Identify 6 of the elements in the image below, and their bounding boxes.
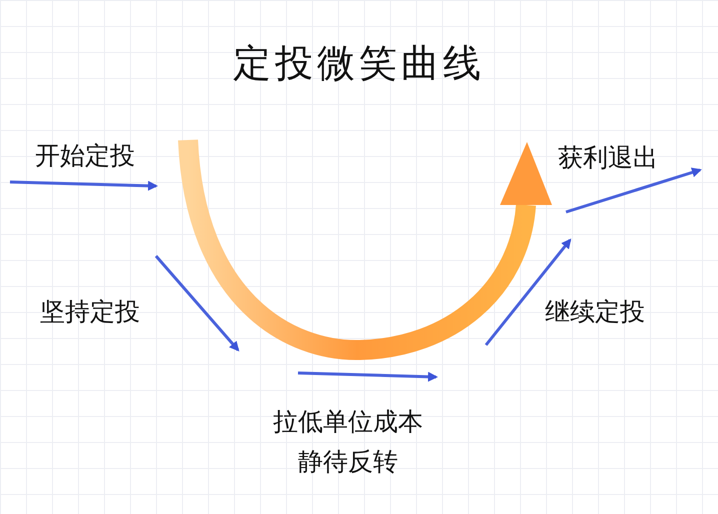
step-label: 坚持定投 (40, 296, 140, 328)
step-label: 继续定投 (545, 296, 645, 328)
step-label: 拉低单位成本静待反转 (272, 406, 424, 478)
step-label: 开始定投 (35, 140, 135, 172)
title: 定投微笑曲线 (232, 40, 486, 87)
step-label: 获利退出 (558, 142, 658, 174)
